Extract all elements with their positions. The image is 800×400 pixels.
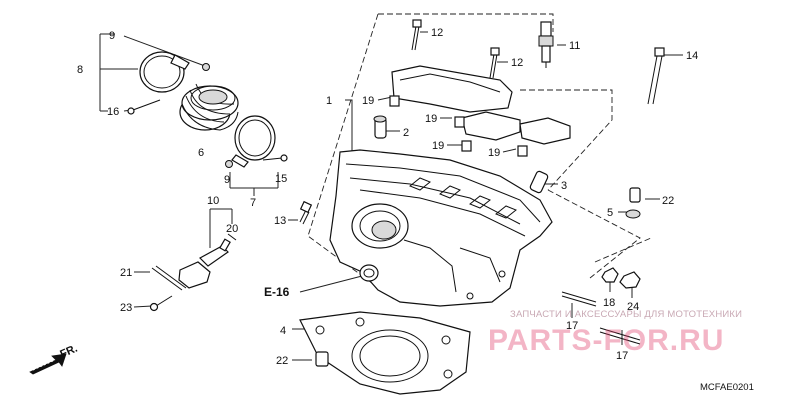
- callout-23: 23: [120, 302, 132, 314]
- callout-12-a: 12: [431, 27, 443, 39]
- gasket-part[interactable]: [299, 311, 471, 395]
- watermark: ЗАПЧАСТИ И АКСЕССУАРЫ ДЛЯ МОТОТЕХНИКИ PA…: [488, 309, 742, 357]
- callout-5: 5: [607, 207, 613, 219]
- front-direction-arrow: FR.: [29, 343, 79, 375]
- callout-17-b: 17: [616, 350, 628, 362]
- callout-19-d: 19: [488, 147, 500, 159]
- callout-22-a: 22: [662, 195, 674, 207]
- insulator-part[interactable]: [179, 83, 239, 131]
- callout-6: 6: [198, 147, 204, 159]
- callout-10: 10: [207, 195, 219, 207]
- watermark-site: PARTS-FOR.RU: [488, 324, 724, 357]
- insulator-clamp-part[interactable]: [127, 51, 210, 115]
- callout-11: 11: [569, 40, 580, 52]
- callout-18: 18: [603, 297, 615, 309]
- callout-17-a: 17: [566, 320, 578, 332]
- callout-9: 9: [109, 30, 115, 42]
- bolt-12-part[interactable]: [411, 19, 500, 79]
- reference-e16: E-16: [264, 285, 290, 299]
- cylinder-head-part[interactable]: [329, 149, 553, 307]
- assembly-outline: [307, 13, 652, 301]
- callout-24: 24: [627, 301, 639, 313]
- dowel-pin-part[interactable]: [625, 187, 641, 219]
- callout-12-b: 12: [511, 57, 523, 69]
- drawing-code: MCFAE0201: [700, 382, 754, 393]
- spark-plug-part[interactable]: [538, 21, 554, 68]
- callout-1: 1: [326, 95, 332, 107]
- callout-20: 20: [226, 223, 238, 235]
- bolt-14-part[interactable]: [647, 47, 665, 105]
- sensor-bracket-part[interactable]: [149, 233, 237, 312]
- callout-19-a: 19: [362, 95, 374, 107]
- callout-21: 21: [120, 267, 132, 279]
- callout-22-b: 22: [276, 355, 288, 367]
- clamp-band-part[interactable]: [225, 115, 288, 168]
- callout-8: 8: [77, 64, 83, 76]
- watermark-tagline: ЗАПЧАСТИ И АКСЕССУАРЫ ДЛЯ МОТОТЕХНИКИ: [510, 309, 742, 320]
- bolt-13-part[interactable]: [299, 200, 313, 225]
- callout-16: 16: [107, 106, 119, 118]
- stud-bolt-part[interactable]: [561, 267, 641, 345]
- callout-19-c: 19: [432, 140, 444, 152]
- callout-15: 15: [275, 173, 287, 185]
- callout-13: 13: [274, 215, 286, 227]
- callout-9-lower: 9: [224, 174, 230, 186]
- callout-19-b: 19: [425, 113, 437, 125]
- callout-3: 3: [561, 180, 567, 192]
- front-direction-label: FR.: [58, 343, 79, 361]
- sleeve-part[interactable]: [373, 115, 549, 194]
- callout-labels: 9 8 16 6 9 15 7 10 20 21 23 13 1 19 19 1…: [77, 27, 754, 393]
- callout-4: 4: [280, 325, 286, 337]
- callout-2: 2: [403, 127, 409, 139]
- callout-7: 7: [250, 197, 256, 209]
- callout-14: 14: [686, 50, 698, 62]
- camshaft-holder-part[interactable]: [389, 65, 571, 157]
